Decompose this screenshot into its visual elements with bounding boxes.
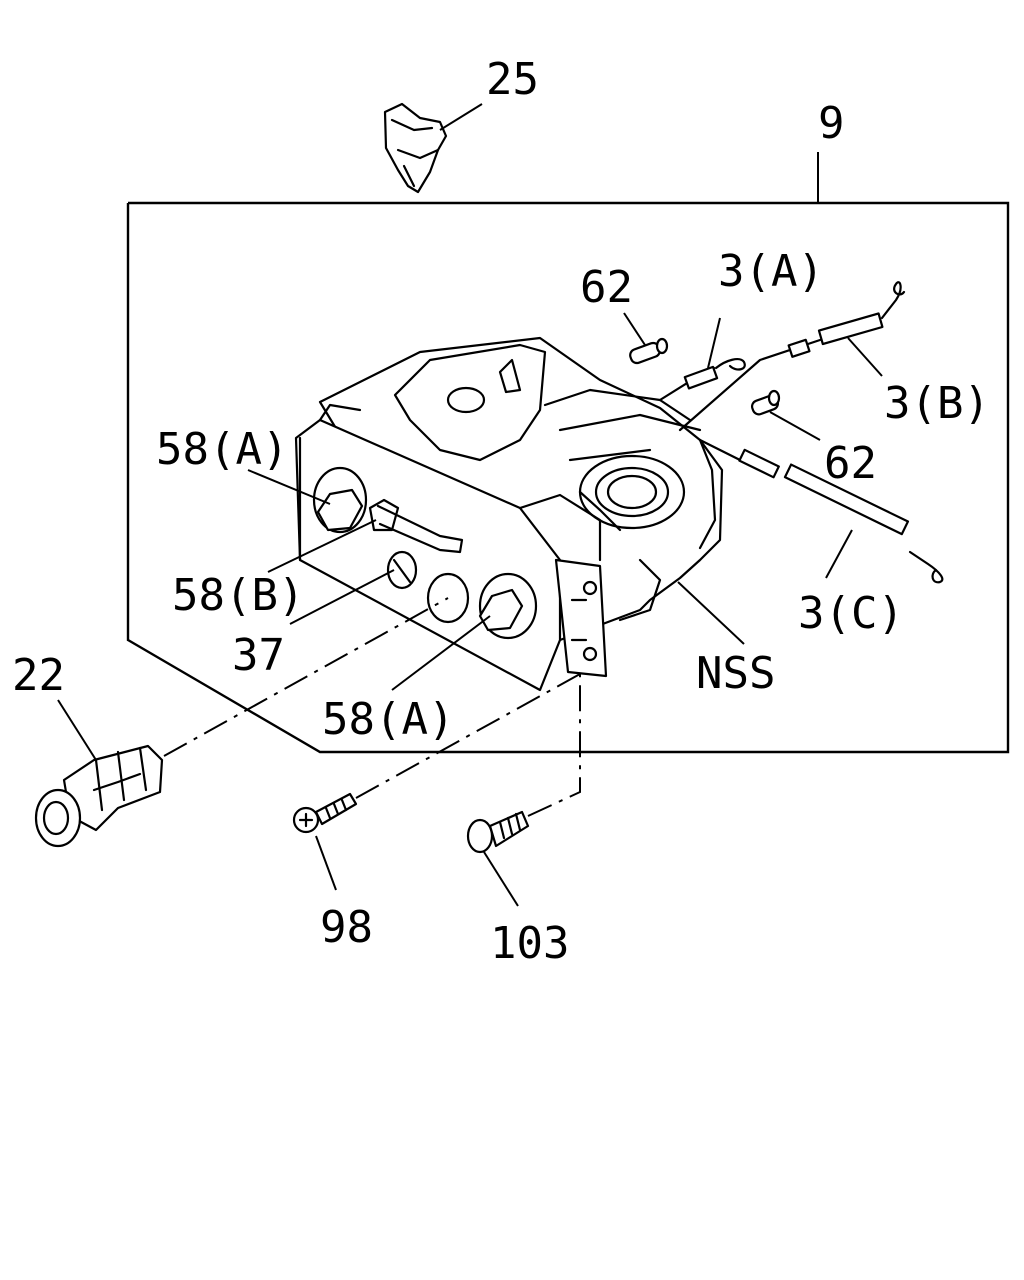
callout-3c: 3(C) bbox=[798, 588, 904, 639]
screw-part-103 bbox=[466, 810, 530, 854]
leader-3c bbox=[825, 529, 853, 579]
switch-part-22 bbox=[34, 744, 164, 848]
callout-62-upper: 62 bbox=[580, 262, 633, 313]
leader-37 bbox=[289, 569, 395, 625]
assembly-frame bbox=[126, 201, 1010, 754]
screw-part-98 bbox=[292, 792, 358, 834]
pin-part-62-lower bbox=[750, 389, 781, 416]
leader-3a bbox=[707, 317, 721, 369]
callout-58b: 58(B) bbox=[172, 570, 304, 621]
callout-3a: 3(A) bbox=[718, 246, 824, 297]
callout-nss: NSS bbox=[696, 648, 775, 699]
leader-58a-top bbox=[247, 469, 331, 505]
callout-103: 103 bbox=[490, 918, 569, 969]
dashline-22 bbox=[163, 597, 449, 757]
callout-37: 37 bbox=[232, 630, 285, 681]
callout-62-lower: 62 bbox=[824, 438, 877, 489]
leader-62-lower bbox=[769, 411, 821, 441]
callout-9: 9 bbox=[818, 98, 845, 149]
leader-62-upper bbox=[623, 312, 646, 346]
callout-58a-top: 58(A) bbox=[156, 424, 288, 475]
callout-3b: 3(B) bbox=[884, 378, 990, 429]
callout-25: 25 bbox=[486, 54, 539, 105]
leader-103 bbox=[483, 851, 519, 907]
callout-22: 22 bbox=[12, 650, 65, 701]
heater-control-body bbox=[294, 336, 724, 692]
leader-nss bbox=[677, 581, 745, 645]
leader-22 bbox=[57, 699, 97, 761]
leader-58a-bottom bbox=[391, 615, 491, 691]
dashline-98 bbox=[355, 673, 581, 799]
leader-98 bbox=[315, 835, 337, 891]
leader-3b bbox=[847, 337, 883, 377]
leader-58b bbox=[267, 519, 377, 573]
callout-98: 98 bbox=[320, 902, 373, 953]
dashline-103 bbox=[527, 672, 581, 817]
leader-25 bbox=[439, 103, 483, 131]
pin-part-62-upper bbox=[629, 337, 669, 365]
control-cables bbox=[658, 281, 944, 584]
clip-part-25 bbox=[383, 102, 448, 194]
callout-58a-bottom: 58(A) bbox=[322, 694, 454, 745]
